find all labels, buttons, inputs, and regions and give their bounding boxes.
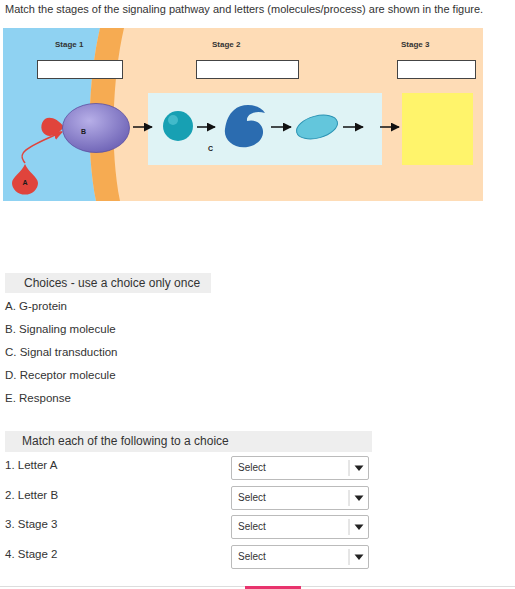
receptor-outline	[62, 103, 130, 153]
select-text: Select	[238, 457, 266, 479]
dropdown-triangle	[355, 496, 364, 502]
dropdown-triangle	[355, 525, 364, 531]
choice-item: A. G-protein	[5, 299, 67, 313]
pathway-arrow	[197, 126, 215, 128]
bound-signal-molecule	[41, 118, 64, 136]
dropdown-divider	[349, 460, 350, 476]
answer-box	[37, 60, 123, 79]
dropdown-divider	[349, 519, 350, 535]
select-dropdown: Select	[231, 545, 369, 569]
dropdown-divider	[349, 490, 350, 506]
label-wrap: 1. Letter A	[5, 458, 57, 472]
transduction-area	[148, 93, 382, 165]
answer-box	[397, 60, 476, 79]
header-panel: Match each of the following to a choice	[5, 431, 372, 452]
pathway-arrow	[380, 126, 399, 128]
match-item: 3. Stage 3	[5, 517, 57, 531]
select-text: Select	[238, 487, 266, 509]
choice-item: C. Signal transduction	[5, 345, 118, 359]
label-wrap: 3. Stage 3	[5, 517, 57, 531]
dropdown-divider	[349, 549, 350, 565]
panel-heading: Match each of the following to a choice	[22, 431, 229, 452]
activated-protein	[294, 111, 340, 143]
letter-label: C	[208, 142, 213, 156]
signal-molecule: A	[12, 164, 38, 195]
receptor-body	[63, 104, 130, 153]
header-panel: Choices - use a choice only once	[5, 273, 211, 293]
signal-binding-arrow	[22, 132, 62, 163]
cytoplasm	[3, 28, 483, 201]
pathway-arrow	[271, 126, 291, 128]
question-text: Match the stages of the signaling pathwa…	[5, 3, 511, 15]
match-item: 1. Letter A	[5, 458, 57, 472]
label-wrap: A. G-protein	[5, 299, 67, 313]
dropdown-triangle	[355, 555, 364, 561]
answer-box	[196, 60, 299, 79]
select-dropdown: Select	[231, 486, 369, 510]
relay-highlight	[168, 115, 178, 125]
relay-molecule	[163, 111, 193, 141]
select-dropdown: Select	[231, 456, 369, 480]
select-dropdown: Select	[231, 515, 369, 539]
question-wrap: Match the stages of the signaling pathwa…	[5, 3, 511, 15]
dropdown-triangle	[355, 466, 364, 472]
pathway-arrow	[133, 126, 152, 128]
label-wrap: D. Receptor molecule	[5, 368, 116, 382]
stage-field: Stage 3	[397, 40, 476, 79]
stage-field: Stage 2	[196, 40, 299, 79]
choice-item: D. Receptor molecule	[5, 368, 116, 382]
pathway-arrow	[343, 126, 363, 128]
stage-label: Stage 1	[37, 40, 123, 50]
match-item: 4. Stage 2	[5, 547, 57, 561]
label-wrap: B. Signaling molecule	[5, 322, 116, 336]
letter-label: A	[12, 178, 38, 187]
select-text: Select	[238, 546, 266, 568]
label-wrap: 4. Stage 2	[5, 547, 57, 561]
response-area	[402, 93, 473, 165]
receptor-protein: B	[62, 103, 130, 153]
stage-label: Stage 2	[196, 40, 299, 50]
drop-body	[12, 164, 38, 195]
choice-item: B. Signaling molecule	[5, 322, 116, 336]
panel-heading: Choices - use a choice only once	[24, 273, 200, 293]
select-text: Select	[238, 516, 266, 538]
stage-label: Stage 3	[397, 40, 476, 50]
page-marker	[245, 586, 301, 589]
label-wrap: C. Signal transduction	[5, 345, 118, 359]
label-wrap: 2. Letter B	[5, 488, 58, 502]
letter-label: B	[81, 127, 86, 136]
relay-protein	[225, 105, 265, 147]
stage-field: Stage 1	[37, 40, 123, 79]
label-wrap: C	[208, 142, 213, 156]
choice-item: E. Response	[5, 391, 71, 405]
match-item: 2. Letter B	[5, 488, 58, 502]
label-wrap: E. Response	[5, 391, 71, 405]
